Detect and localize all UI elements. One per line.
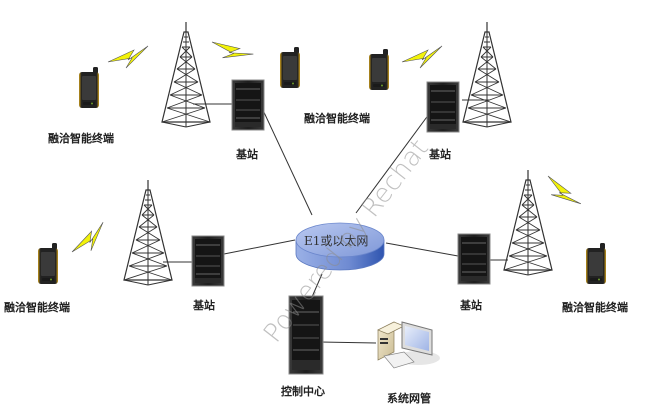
wireless-signal-icon: [542, 168, 582, 215]
base-station-label: 基站: [429, 148, 451, 161]
tower-icon: [123, 179, 173, 286]
smart-terminal-icon: [369, 49, 389, 90]
wireless-signal-icon: [107, 45, 149, 69]
wireless-signal-icon: [401, 45, 443, 69]
base-station-label: 基站: [460, 299, 482, 312]
terminal-label: 融洽智能终端: [304, 112, 370, 125]
smart-terminal-icon: [79, 67, 99, 108]
terminal-label: 融洽智能终端: [48, 132, 114, 145]
link-control-to-nms: [319, 341, 377, 344]
network-core-cylinder: [295, 222, 385, 271]
link-core-mid-left-station: [223, 239, 296, 255]
link-core-control-center: [311, 273, 323, 298]
base-station-label: 基站: [193, 299, 215, 312]
network-core-label: E1或以太网: [304, 234, 369, 248]
link-core-top-left-station: [261, 107, 313, 216]
terminal-label: 融洽智能终端: [4, 301, 70, 314]
terminal-label: 融洽智能终端: [562, 301, 628, 314]
tower-icon: [462, 21, 512, 128]
base-station-rack-icon: [191, 235, 225, 287]
link-core-top-right-station: [355, 109, 433, 214]
network-management-pc-icon: [377, 321, 440, 369]
base-station-rack-icon: [426, 81, 460, 133]
control-center-rack-icon: [288, 295, 324, 375]
tower-icon: [503, 169, 553, 276]
base-station-rack-icon: [231, 79, 265, 131]
tower-icon: [161, 21, 211, 128]
smart-terminal-icon: [280, 47, 300, 88]
base-station-label: 基站: [236, 148, 258, 161]
network-management-label: 系统网管: [387, 392, 431, 405]
connection-lines: [163, 99, 508, 344]
wireless-signal-icon: [65, 221, 112, 258]
wireless-signal-icon: [208, 29, 254, 72]
control-center-label: 控制中心: [281, 385, 325, 398]
link-core-mid-right-station: [385, 242, 459, 257]
base-station-rack-icon: [457, 233, 491, 285]
smart-terminal-icon: [38, 243, 58, 284]
smart-terminal-icon: [586, 243, 606, 284]
